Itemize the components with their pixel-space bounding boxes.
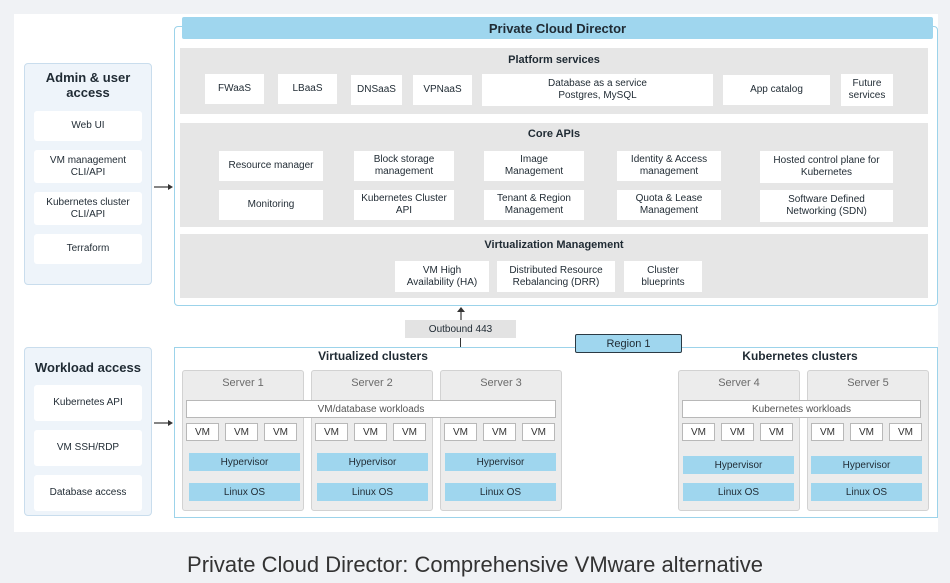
workload-access-title: Workload access xyxy=(35,359,141,375)
arrow-icon xyxy=(154,420,173,426)
hypervisor-bar: Hypervisor xyxy=(445,453,556,471)
platform-item-lbaas: LBaaS xyxy=(278,74,337,104)
server-1-label: Server 1 xyxy=(222,377,264,389)
hypervisor-bar: Hypervisor xyxy=(189,453,300,471)
linux-os-bar: Linux OS xyxy=(189,483,300,501)
core-item-block-storage: Block storage management xyxy=(354,151,454,181)
platform-item-dbaas: Database as a service Postgres, MySQL xyxy=(482,74,713,106)
virt-item-drr: Distributed Resource Rebalancing (DRR) xyxy=(497,261,615,292)
hypervisor-bar: Hypervisor xyxy=(811,456,922,474)
linux-os-bar: Linux OS xyxy=(683,483,794,501)
outbound-443-label: Outbound 443 xyxy=(405,320,516,338)
vm-box: VM xyxy=(225,423,258,441)
vm-box: VM xyxy=(682,423,715,441)
core-item-sdn: Software Defined Networking (SDN) xyxy=(760,190,893,222)
region-1-label: Region 1 xyxy=(575,334,682,353)
workload-item-db-access: Database access xyxy=(34,475,142,511)
virt-item-blueprints: Cluster blueprints xyxy=(624,261,702,292)
workload-item-k8s-api: Kubernetes API xyxy=(34,385,142,421)
core-item-k8s-cluster-api: Kubernetes Cluster API xyxy=(354,190,454,220)
core-item-tenant-region: Tenant & Region Management xyxy=(484,190,584,220)
admin-item-k8s-cli: Kubernetes cluster CLI/API xyxy=(34,192,142,225)
vm-box: VM xyxy=(721,423,754,441)
admin-item-web-ui: Web UI xyxy=(34,111,142,141)
vm-box: VM xyxy=(315,423,348,441)
core-apis-title: Core APIs xyxy=(527,128,581,140)
server-5-label: Server 5 xyxy=(847,377,889,389)
platform-item-future: Future services xyxy=(841,74,893,106)
hypervisor-bar: Hypervisor xyxy=(317,453,428,471)
virt-item-ha: VM High Availability (HA) xyxy=(395,261,489,292)
platform-item-vpnaas: VPNaaS xyxy=(413,75,472,105)
virtualization-management-title: Virtualization Management xyxy=(484,239,624,251)
vm-box: VM xyxy=(811,423,844,441)
admin-access-title: Admin & user access xyxy=(45,70,131,100)
diagram-caption: Private Cloud Director: Comprehensive VM… xyxy=(187,552,763,577)
platform-services-title: Platform services xyxy=(508,54,600,66)
server-3-label: Server 3 xyxy=(480,377,522,389)
core-item-image-management: Image Management xyxy=(484,151,584,181)
virtualized-clusters-title: Virtualized clusters xyxy=(318,349,428,363)
vm-box: VM xyxy=(354,423,387,441)
platform-item-app-catalog: App catalog xyxy=(723,75,830,105)
core-item-identity-access: Identity & Access management xyxy=(617,151,721,181)
hypervisor-bar: Hypervisor xyxy=(683,456,794,474)
admin-item-terraform: Terraform xyxy=(34,234,142,264)
server-2-label: Server 2 xyxy=(351,377,393,389)
linux-os-bar: Linux OS xyxy=(811,483,922,501)
platform-item-dnsaas: DNSaaS xyxy=(351,75,402,105)
vm-box: VM xyxy=(444,423,477,441)
vm-box: VM xyxy=(889,423,922,441)
core-item-monitoring: Monitoring xyxy=(219,190,323,220)
vm-box: VM xyxy=(522,423,555,441)
connector-line xyxy=(460,338,462,347)
core-item-hosted-control-plane: Hosted control plane for Kubernetes xyxy=(760,151,893,183)
vm-database-workloads: VM/database workloads xyxy=(186,400,556,418)
vm-box: VM xyxy=(186,423,219,441)
admin-item-vm-cli: VM management CLI/API xyxy=(34,150,142,183)
private-cloud-director-title: Private Cloud Director xyxy=(182,17,933,39)
kubernetes-workloads: Kubernetes workloads xyxy=(682,400,921,418)
vm-box: VM xyxy=(393,423,426,441)
arrow-up-icon xyxy=(457,307,465,321)
kubernetes-clusters-title: Kubernetes clusters xyxy=(742,349,858,363)
arrow-icon xyxy=(154,184,173,190)
vm-box: VM xyxy=(264,423,297,441)
linux-os-bar: Linux OS xyxy=(445,483,556,501)
vm-box: VM xyxy=(850,423,883,441)
server-4-label: Server 4 xyxy=(718,377,760,389)
core-item-quota-lease: Quota & Lease Management xyxy=(617,190,721,220)
platform-item-fwaas: FWaaS xyxy=(205,74,264,104)
vm-box: VM xyxy=(483,423,516,441)
workload-item-vm-ssh: VM SSH/RDP xyxy=(34,430,142,466)
linux-os-bar: Linux OS xyxy=(317,483,428,501)
core-item-resource-manager: Resource manager xyxy=(219,151,323,181)
vm-box: VM xyxy=(760,423,793,441)
